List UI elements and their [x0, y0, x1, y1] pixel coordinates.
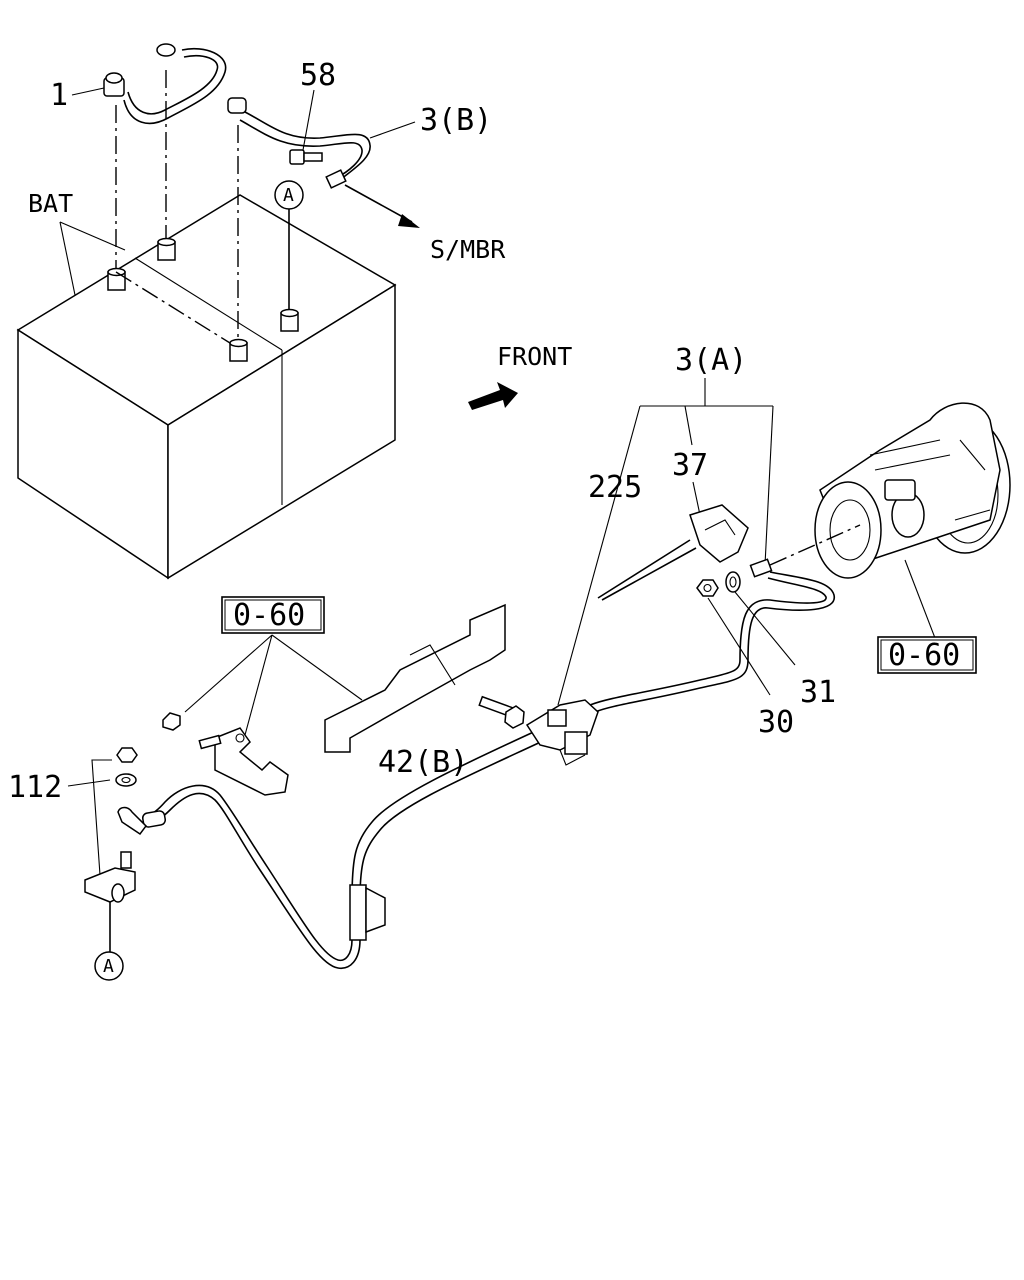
leader-1 [71, 87, 105, 96]
s-mbr-arrowhead [398, 214, 420, 228]
callout-31: 31 [800, 675, 836, 710]
s-mbr-arrow-line [344, 184, 413, 223]
bracket [324, 603, 506, 753]
leader-ref-left-1 [184, 634, 273, 713]
leader-3a-left [557, 405, 641, 706]
svg-text:A: A [283, 185, 294, 206]
terminal-clamp-bottom [84, 851, 136, 903]
battery [16, 194, 397, 580]
callout-3b: 3(B) [420, 103, 492, 138]
leader-37 [692, 481, 701, 516]
circle-a-top: A [274, 180, 304, 310]
leader-bat-1 [59, 221, 76, 296]
leader-112-bracket [91, 759, 112, 876]
front-arrow-icon [468, 382, 518, 410]
bolt-42b [478, 695, 525, 729]
bolt-58 [289, 149, 323, 165]
ref-box-right: 0-60 [877, 636, 977, 674]
callout-42b: 42(B) [378, 745, 468, 780]
clip-225 [525, 699, 599, 766]
leader-30 [707, 597, 771, 696]
callout-112: 112 [8, 770, 62, 805]
callout-30: 30 [758, 705, 794, 740]
callout-front: FRONT [497, 342, 572, 371]
leader-ref-left-2 [244, 634, 273, 736]
svg-text:0-60: 0-60 [888, 638, 960, 673]
leader-bat-2 [59, 221, 126, 251]
callout-1: 1 [50, 78, 68, 113]
leader-ref-left-3 [271, 634, 363, 701]
leader-31 [734, 591, 796, 666]
callout-225: 225 [588, 470, 642, 505]
washer-112 [115, 773, 137, 787]
leader-ref-right [904, 559, 936, 639]
ref-box-left: 0-60 [221, 596, 325, 634]
leader-37-top [684, 405, 693, 446]
align-line-4 [115, 271, 231, 344]
callout-bat: BAT [28, 189, 73, 218]
starter-motor [814, 402, 1011, 579]
leader-3a-right [764, 405, 774, 566]
leader-3b [369, 121, 416, 139]
svg-text:0-60: 0-60 [233, 598, 305, 633]
cable-3b [227, 97, 371, 189]
callout-37: 37 [672, 448, 708, 483]
nut-30 [696, 579, 719, 597]
nut-112 [116, 747, 138, 763]
align-line-starter [769, 524, 861, 566]
circle-a-bottom: A [94, 951, 124, 981]
callout-3a: 3(A) [675, 343, 747, 378]
leader-58 [302, 89, 315, 151]
callout-s-mbr: S/MBR [430, 235, 506, 264]
callout-58: 58 [300, 58, 336, 93]
cable-3a [117, 558, 835, 969]
small-bracket [162, 712, 289, 796]
washer-31 [725, 571, 741, 593]
battery-clamp-cable-top [103, 43, 227, 125]
leader-112 [67, 779, 111, 787]
svg-text:A: A [103, 956, 114, 977]
terminal-boot-37 [597, 504, 749, 601]
